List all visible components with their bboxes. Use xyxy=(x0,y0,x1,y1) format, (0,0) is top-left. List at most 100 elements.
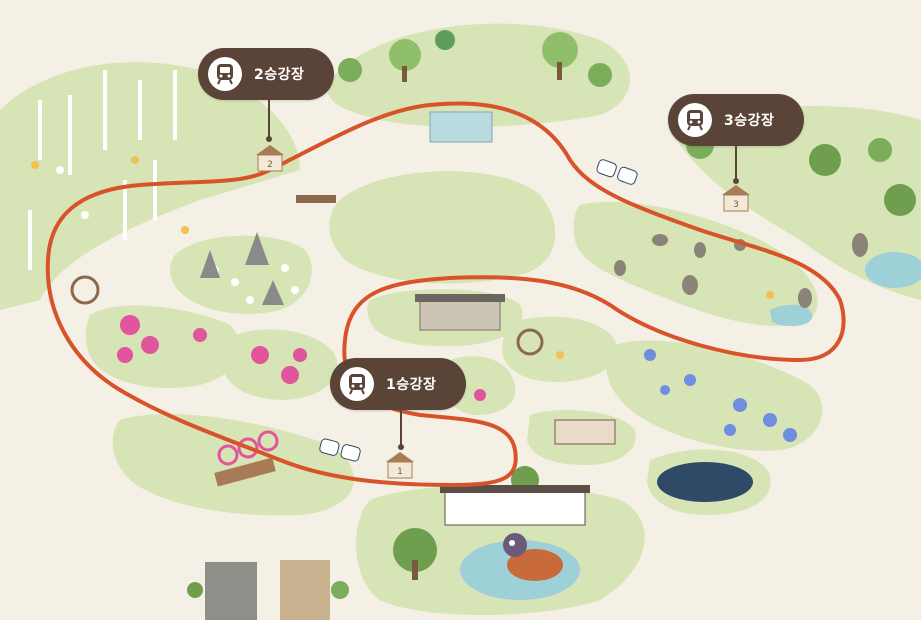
flower xyxy=(141,336,159,354)
water-wheel xyxy=(516,328,544,356)
sign-board xyxy=(723,194,749,212)
pink-flowers xyxy=(117,315,486,401)
duck-head xyxy=(503,533,527,557)
station-3-pin-dot xyxy=(733,178,739,184)
heart-arch xyxy=(217,444,239,466)
land-left-bottom xyxy=(112,414,354,516)
flower xyxy=(763,413,777,427)
land-pink-flowers xyxy=(222,329,338,400)
tree xyxy=(809,144,841,176)
rock xyxy=(694,242,706,258)
station-1-label: 1승강장 xyxy=(386,377,437,393)
station-1-callout[interactable]: 1승강장 xyxy=(330,358,466,410)
rock xyxy=(614,260,626,276)
flower xyxy=(644,349,656,361)
flower xyxy=(251,346,269,364)
tree xyxy=(435,30,455,50)
station-3-pin-line xyxy=(735,146,737,180)
land-top-center xyxy=(327,23,630,127)
rock xyxy=(852,233,868,257)
station-3-callout[interactable]: 3승강장 xyxy=(668,94,804,146)
station-number-3: 3 xyxy=(733,200,739,210)
rock xyxy=(682,275,698,295)
tree xyxy=(393,528,437,572)
tree xyxy=(389,39,421,71)
tram-icon xyxy=(678,103,712,137)
tram-bottom xyxy=(319,438,361,462)
trams xyxy=(319,159,638,462)
tree xyxy=(884,184,916,216)
pond-right xyxy=(657,462,753,502)
flower xyxy=(31,161,39,169)
station-number-2: 2 xyxy=(267,160,273,170)
land-stone-pagoda xyxy=(170,235,312,314)
flower xyxy=(766,291,774,299)
flower xyxy=(281,366,299,384)
station-sign-2[interactable]: 2 xyxy=(256,145,284,172)
flower xyxy=(131,156,139,164)
flower xyxy=(684,374,696,386)
stream-rock-garden xyxy=(770,304,813,327)
sign-roof xyxy=(722,185,750,195)
duck-eye xyxy=(509,540,515,546)
station-sign-1[interactable]: 1 xyxy=(386,452,414,479)
central-building xyxy=(419,297,501,331)
tram-car xyxy=(340,444,361,462)
flower xyxy=(81,211,89,219)
sign-roof xyxy=(386,452,414,462)
land-center-bonsai xyxy=(329,171,556,284)
land-rock-garden xyxy=(573,201,818,327)
pagoda xyxy=(262,280,284,305)
tram-car xyxy=(319,438,340,456)
trees xyxy=(187,30,916,599)
station-2-callout[interactable]: 2승강장 xyxy=(198,48,334,100)
station-2-pin-line xyxy=(268,100,270,138)
building-bottom-left xyxy=(205,562,257,620)
tree xyxy=(338,58,362,82)
tree-trunk xyxy=(412,560,418,580)
mandarin-duck xyxy=(503,533,563,581)
flower xyxy=(291,286,299,294)
station-number-1: 1 xyxy=(397,467,403,477)
tree xyxy=(868,138,892,162)
flower xyxy=(474,389,486,401)
station-sign-3[interactable]: 3 xyxy=(722,185,750,212)
central-building-roof xyxy=(415,294,505,302)
flower xyxy=(117,347,133,363)
flower xyxy=(246,296,254,304)
flower xyxy=(724,424,736,436)
flower xyxy=(556,351,564,359)
water-wheels xyxy=(70,275,544,356)
flower xyxy=(56,166,64,174)
flower xyxy=(660,385,670,395)
bridge-deck xyxy=(214,457,276,487)
flower xyxy=(120,315,140,335)
visitor-center xyxy=(444,486,586,526)
hanok xyxy=(554,419,616,445)
tram-icon xyxy=(340,367,374,401)
flower xyxy=(231,278,239,286)
yellow-flowers xyxy=(31,156,774,359)
tram-car xyxy=(617,166,638,185)
building-bottom-left-2 xyxy=(280,560,330,620)
flower xyxy=(293,348,307,362)
birch-trees xyxy=(28,70,177,270)
station-1-pin-dot xyxy=(398,444,404,450)
flower xyxy=(181,226,189,234)
station-3-label: 3승강장 xyxy=(724,113,775,129)
sign-board xyxy=(257,154,283,172)
tree xyxy=(187,582,203,598)
tram-car xyxy=(596,159,617,178)
pavilion xyxy=(296,195,336,203)
pagoda xyxy=(245,232,269,265)
flower xyxy=(733,398,747,412)
station-2-label: 2승강장 xyxy=(254,67,305,83)
tram-icon xyxy=(208,57,242,91)
heart-arch xyxy=(257,430,279,452)
flower xyxy=(193,328,207,342)
land-waterwheel xyxy=(502,316,617,383)
tree-trunk xyxy=(557,62,562,80)
blue-flowers xyxy=(644,349,797,442)
